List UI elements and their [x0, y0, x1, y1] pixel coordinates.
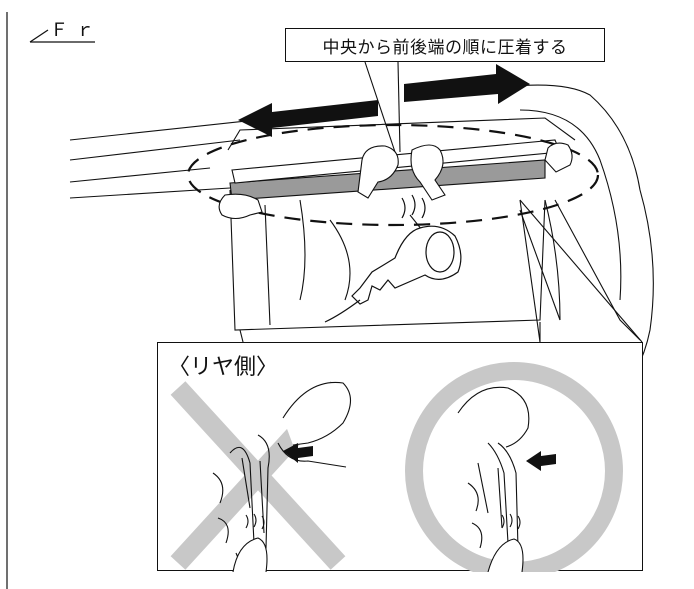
callout-leader-left [364, 61, 396, 153]
direction-arrow-right [404, 64, 530, 104]
heat-gun-icon [324, 194, 462, 323]
instruction-callout-text: 中央から前後端の順に圧着する [322, 37, 568, 58]
direction-arrow-left [238, 100, 378, 137]
instruction-callout: 中央から前後端の順に圧着する [285, 28, 605, 62]
hand-left [218, 193, 263, 220]
hand-right [544, 142, 573, 173]
heat-gun-icon-small-correct [487, 513, 524, 572]
inset-title: 〈リヤ側〉 [168, 355, 279, 380]
incorrect-method-drawing [212, 381, 352, 572]
hands-center [357, 144, 446, 201]
inset-leader-right [519, 199, 643, 343]
work-area-dashed-ellipse [186, 123, 600, 227]
correct-method-drawing [457, 386, 530, 549]
front-direction-label: Ｆｒ [50, 20, 102, 41]
heat-gun-icon-small [232, 513, 268, 572]
correct-press-arrow [526, 451, 556, 471]
incorrect-press-arrow [283, 443, 313, 463]
inset-leader-left [519, 199, 541, 343]
orientation-slash [29, 29, 49, 43]
callout-leader-right [397, 61, 401, 153]
rear-side-inset: 〈リヤ側〉 [157, 342, 643, 572]
inset-illustration [170, 362, 623, 572]
